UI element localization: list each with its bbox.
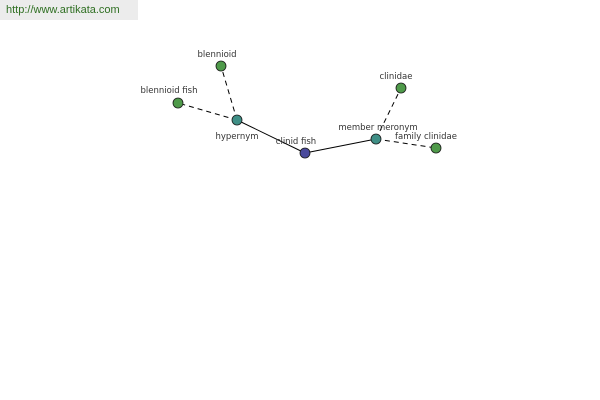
edge-member-meronym-to-clinidae: [375, 87, 402, 140]
node-label-blennioid[interactable]: blennioid: [197, 50, 236, 60]
node-label-clinidae[interactable]: clinidae: [380, 72, 413, 82]
graph-labels: clinid fish hypernym member meronym blennio…: [141, 50, 457, 147]
node-label-hypernym[interactable]: hypernym: [215, 132, 258, 142]
edge-clinid-fish-to-hypernym: [236, 119, 306, 154]
graph-edges: [177, 65, 437, 154]
source-banner: http://www.artikata.com: [0, 0, 138, 20]
node-label-clinid-fish[interactable]: clinid fish: [276, 137, 316, 147]
node-clinid-fish[interactable]: [299, 147, 311, 159]
edge-member-meronym-to-family-clinidae: [375, 138, 437, 149]
edge-clinid-fish-to-member-meronym: [304, 138, 377, 154]
edge-hypernym-to-blennioid: [220, 65, 238, 121]
edge-hypernym-to-blennioid-fish: [177, 102, 238, 121]
node-family-clinidae[interactable]: [430, 142, 442, 154]
node-blennioid[interactable]: [215, 60, 227, 72]
node-blennioid-fish[interactable]: [172, 97, 184, 109]
graph-nodes: [172, 60, 442, 159]
node-label-blennioid-fish[interactable]: blennioid fish: [141, 86, 198, 96]
node-member-meronym[interactable]: [370, 133, 382, 145]
node-label-family-clinidae[interactable]: family clinidae: [395, 132, 457, 142]
source-link[interactable]: http://www.artikata.com: [6, 4, 120, 16]
node-hypernym[interactable]: [231, 114, 243, 126]
node-label-member-meronym[interactable]: member meronym: [338, 123, 417, 133]
node-clinidae[interactable]: [395, 82, 407, 94]
